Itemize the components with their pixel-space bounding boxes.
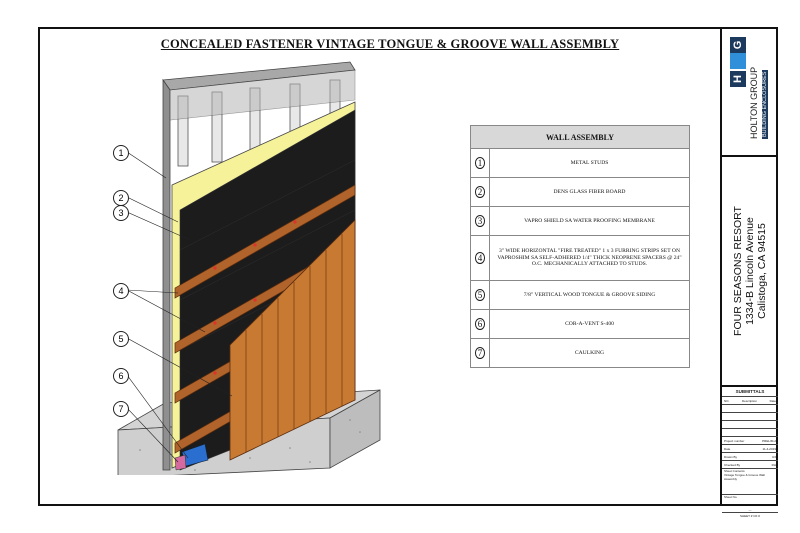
company-name: HOLTON GROUP — [749, 66, 759, 139]
legend-text: VAPRO SHIELD SA WATER PROOFING MEMBRANE — [489, 206, 690, 236]
col-date: Date — [769, 398, 776, 403]
submittal-row — [722, 429, 778, 437]
project-number-label: Project number — [724, 438, 745, 443]
col-desc: Description — [741, 398, 757, 403]
contents-label: Sheet Contents — [724, 469, 745, 473]
date-label: Date — [724, 446, 731, 451]
callout-5: 5 — [113, 331, 129, 347]
submittal-row — [722, 413, 778, 421]
legend-text: COR-A-VENT S-400 — [489, 309, 690, 339]
project-name: FOUR SEASONS RESORT — [731, 206, 744, 336]
callout-4: 4 — [113, 283, 129, 299]
logo-letter-g: G — [730, 37, 746, 53]
caulking — [174, 454, 187, 471]
legend-num: 6 — [470, 309, 490, 339]
project-address: 1334-B Lincoln Avenue — [743, 217, 756, 325]
legend-text: 7/8" VERTICAL WOOD TONGUE & GROOVE SIDIN… — [489, 280, 690, 310]
callout-6: 6 — [113, 368, 129, 384]
concrete-slab-side — [329, 389, 381, 469]
submittals-header: SUBMITTALS — [722, 387, 778, 397]
sheet-of: SHEET # OF # — [740, 514, 760, 518]
drawn-value: RJ — [772, 454, 776, 459]
sheet-no: --- — [748, 508, 752, 512]
checked-label: Checked By — [724, 462, 741, 467]
project-city: Calistoga, CA 94515 — [756, 223, 769, 319]
title-block: G H HOLTON GROUP BUILDING ENCLOSURES FOU… — [720, 27, 778, 518]
drawing-sheet-border — [38, 27, 778, 506]
legend-text: DENS GLASS FIBER BOARD — [489, 177, 690, 207]
legend-num: 7 — [470, 338, 490, 368]
wood-siding-panel — [229, 219, 356, 461]
project-info: FOUR SEASONS RESORT 1334-B Lincoln Avenu… — [722, 157, 778, 387]
date-value: 11-4-2019 — [762, 446, 776, 451]
drawn-label: Drawn By — [724, 454, 738, 459]
col-no: NO. — [724, 398, 730, 403]
legend-num: 1 — [470, 148, 490, 178]
sheet-no-label: Sheet No. — [724, 495, 738, 499]
callout-2: 2 — [113, 190, 129, 206]
legend-text: CAULKING — [489, 338, 690, 368]
legend-text: METAL STUDS — [489, 148, 690, 178]
submittal-row — [722, 421, 778, 429]
checked-value: RH — [771, 462, 776, 467]
callout-3: 3 — [113, 205, 129, 221]
company-tagline: BUILDING ENCLOSURES — [762, 69, 768, 139]
logo-letter-h: H — [730, 71, 746, 87]
wall-assembly-drawing — [117, 61, 381, 475]
callout-7: 7 — [113, 401, 129, 417]
callout-1: 1 — [113, 145, 129, 161]
logo-dark-square-g — [730, 53, 746, 69]
legend-text: 3" WIDE HORIZONTAL "FIRE TREATED" 1 x 3 … — [489, 235, 690, 281]
legend-num: 4 — [470, 235, 490, 281]
logo-blue-square — [730, 53, 746, 69]
page-title: CONCEALED FASTENER VINTAGE TONGUE & GROO… — [160, 37, 620, 51]
legend-header: WALL ASSEMBLY — [470, 125, 690, 149]
submittal-row — [722, 405, 778, 413]
legend-num: 2 — [470, 177, 490, 207]
contents-value: Vintage Tongue & Groove Wall Assembly — [724, 473, 765, 481]
legend-num: 3 — [470, 206, 490, 236]
legend-num: 5 — [470, 280, 490, 310]
company-logo: G H HOLTON GROUP BUILDING ENCLOSURES — [722, 27, 778, 157]
project-number: PRELIM-2 — [762, 438, 776, 443]
